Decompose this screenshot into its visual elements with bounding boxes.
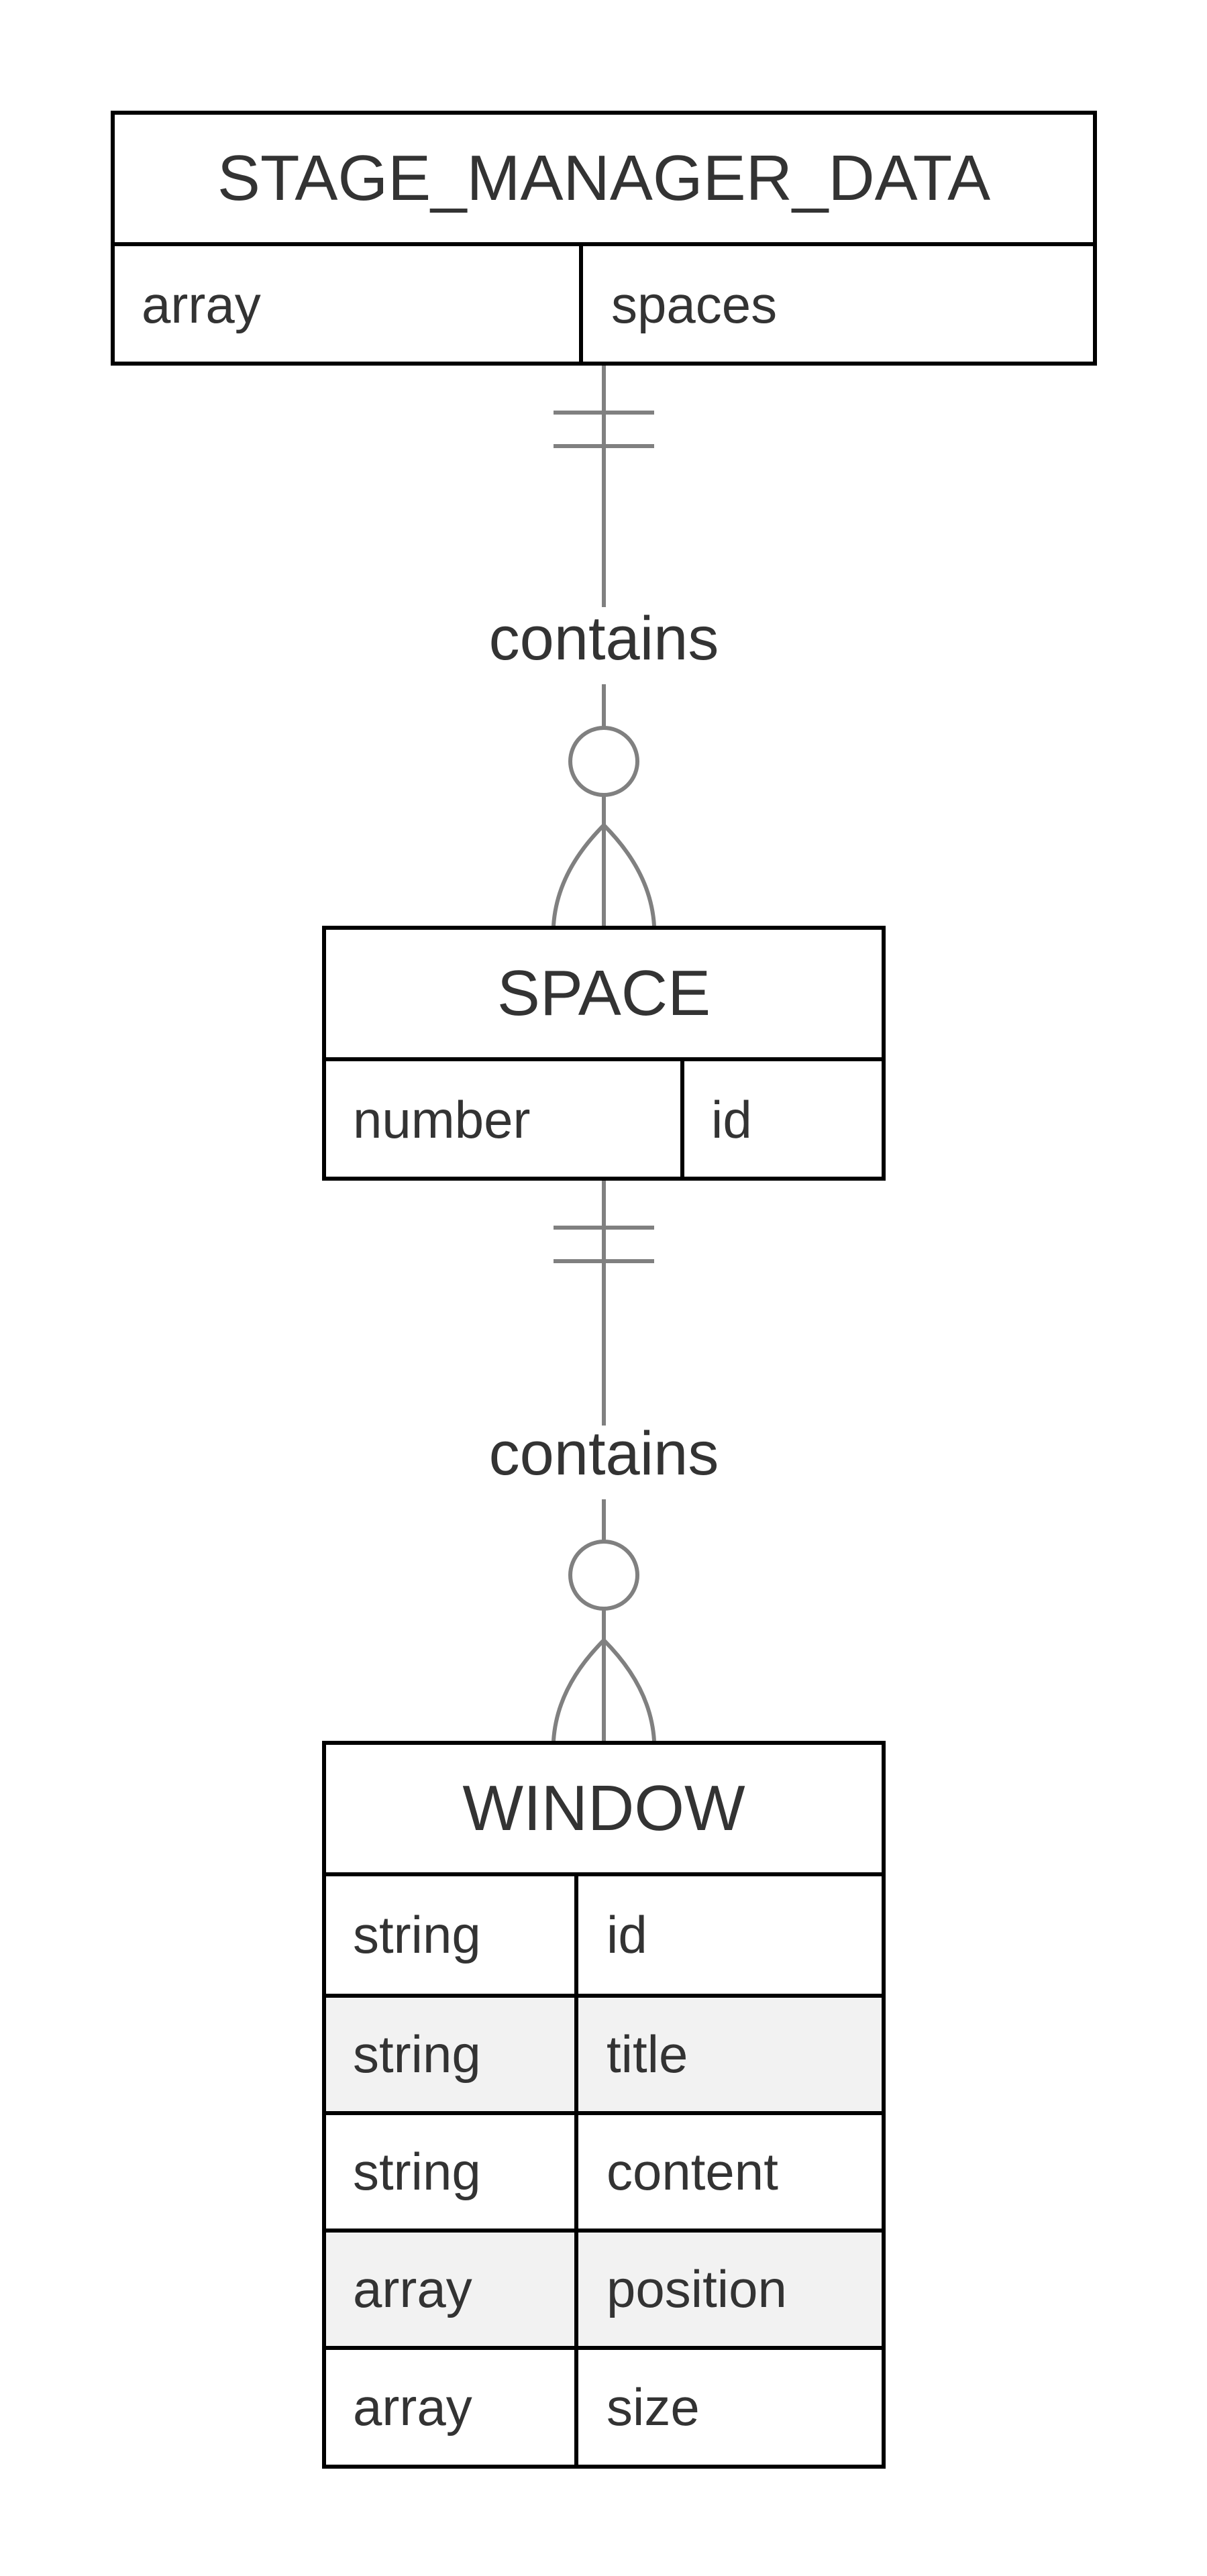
entity-space: SPACE number id: [322, 926, 886, 1181]
attribute-name: title: [607, 2025, 688, 2084]
relationship-label-1: contains: [488, 604, 719, 673]
attribute-row: array size: [326, 2346, 882, 2465]
attribute-row: array position: [326, 2229, 882, 2346]
attribute-divider: [574, 1998, 578, 2111]
attribute-divider: [574, 1876, 578, 1994]
attribute-name: content: [607, 2142, 778, 2201]
attribute-divider: [574, 2350, 578, 2465]
attribute-type: array: [353, 2259, 472, 2318]
zero-circle-2: [568, 1540, 639, 1611]
crows-foot-1-left: [552, 823, 606, 926]
attribute-divider: [574, 2115, 578, 2229]
attribute-row: string id: [326, 1876, 882, 1994]
attribute-divider: [574, 2233, 578, 2346]
entity-window: WINDOW string id string title string con…: [322, 1741, 886, 2469]
attribute-type: string: [353, 2025, 481, 2084]
crows-foot-2-right: [602, 1638, 656, 1741]
zero-circle-1: [568, 726, 639, 797]
entity-stage-manager-data: STAGE_MANAGER_DATA array spaces: [111, 111, 1097, 366]
attribute-type: array: [353, 2377, 472, 2436]
attribute-divider: [579, 246, 583, 364]
attribute-name: id: [607, 1905, 647, 1964]
attribute-type: array: [142, 275, 261, 334]
attribute-name: size: [607, 2377, 700, 2436]
relationship-line-1: [552, 366, 656, 926]
entity-title: WINDOW: [326, 1745, 882, 1876]
attribute-type: string: [353, 1905, 481, 1964]
entity-title: SPACE: [326, 930, 882, 1061]
attribute-row: string title: [326, 1994, 882, 2111]
attribute-name: id: [711, 1090, 752, 1149]
crows-foot-1-right: [602, 823, 656, 926]
entity-title: STAGE_MANAGER_DATA: [115, 115, 1093, 246]
relationship-label-2: contains: [488, 1419, 719, 1488]
attribute-name: position: [607, 2259, 787, 2318]
attribute-row: number id: [326, 1061, 882, 1179]
attribute-row: string content: [326, 2111, 882, 2229]
attribute-name: spaces: [611, 275, 778, 334]
attribute-divider: [680, 1061, 684, 1179]
relationship-line-2: [552, 1181, 656, 1741]
attribute-type: string: [353, 2142, 481, 2201]
crows-foot-2-left: [552, 1638, 606, 1741]
attribute-row: array spaces: [115, 246, 1093, 364]
attribute-type: number: [353, 1090, 531, 1149]
